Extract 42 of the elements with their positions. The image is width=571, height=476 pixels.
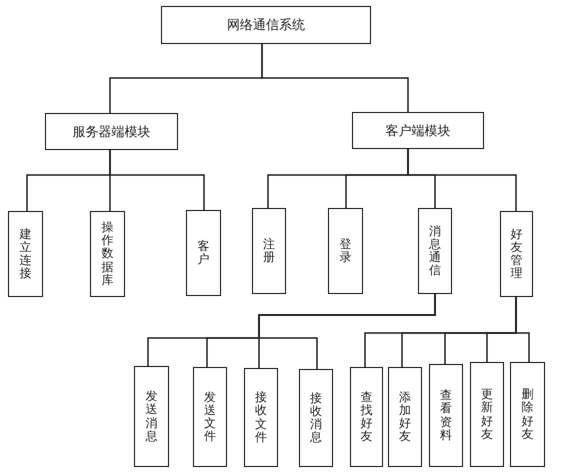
- node-label: 接收消息: [310, 392, 322, 444]
- module-box: [8, 211, 43, 297]
- node-label: 登录: [340, 238, 352, 264]
- node-label: 更新好友: [481, 388, 493, 441]
- module-box: [418, 208, 452, 294]
- connector-line: [261, 44, 409, 112]
- node-label: 好友管理: [510, 228, 522, 280]
- node-label: 接收文件: [255, 391, 267, 444]
- module-box: [352, 112, 484, 149]
- connector-line: [407, 149, 517, 211]
- node-label: 客户端模块: [386, 122, 450, 140]
- connector-line: [515, 297, 530, 362]
- connector-line: [109, 150, 205, 210]
- node-label: 添加好友: [399, 390, 411, 444]
- module-box: [193, 367, 227, 467]
- module-box: [45, 113, 178, 150]
- node-label: 建立连接: [20, 228, 32, 280]
- node-label: 注册: [263, 238, 275, 264]
- node-label: 删除好友: [522, 388, 534, 441]
- module-box: [429, 364, 463, 467]
- node-label: 服务器端模块: [72, 124, 150, 140]
- node-label: 发送文件: [204, 390, 216, 444]
- node-label: 客户: [198, 240, 210, 266]
- module-box: [244, 368, 278, 467]
- module-box: [90, 211, 125, 297]
- node-label: 消息通信: [429, 224, 441, 278]
- module-box: [388, 367, 422, 467]
- node-label: 操作数据库: [102, 221, 114, 287]
- module-box: [161, 6, 371, 44]
- module-box: [134, 366, 169, 467]
- module-box: [500, 211, 533, 297]
- node-label: 发送消息: [146, 390, 158, 443]
- module-box: [328, 208, 363, 294]
- node-label: 查找好友: [360, 390, 372, 444]
- module-box: [510, 362, 545, 467]
- module-box: [252, 208, 286, 294]
- module-box: [186, 210, 221, 296]
- module-box: [470, 362, 504, 467]
- module-box: [350, 367, 383, 467]
- node-label: 查看资料: [440, 389, 452, 442]
- module-box: [299, 369, 333, 467]
- node-label: 网络通信系统: [227, 17, 305, 34]
